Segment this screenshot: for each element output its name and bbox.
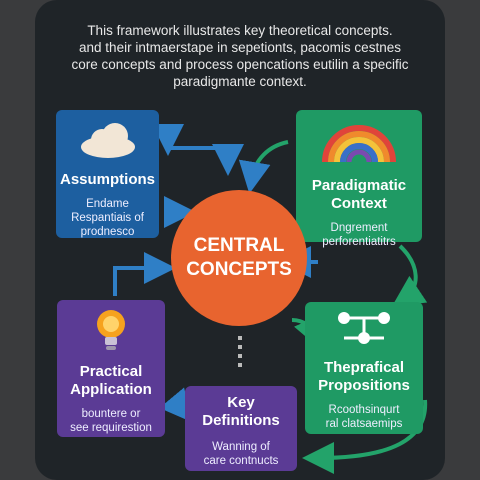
desc-line: Endame [86, 198, 129, 210]
paradigm-box: Paradigmatic Context Dngrement perforent… [296, 110, 422, 248]
central-line-2: CONCEPTS [186, 259, 292, 280]
lightbulb-icon [97, 310, 125, 350]
arrow-practical-center [113, 252, 176, 296]
desc-line: Rcoothsinqurt [328, 404, 400, 416]
theoretical-box: Theprafical Propositions Rcoothsinqurt r… [305, 302, 423, 434]
cloud-icon [80, 123, 135, 158]
rainbow-icon [322, 125, 396, 163]
desc-line: ral clatsaemips [325, 418, 403, 430]
desc-line: prodnesco [80, 226, 135, 238]
practical-title: Practical Application [57, 363, 165, 399]
desc-line: Wanning of [212, 441, 270, 453]
title-line: Practical [79, 363, 143, 380]
definitions-box: Key Definitions Wanning of care contnuct… [185, 386, 297, 471]
intro-text: This framework illustrates key theoretic… [50, 22, 430, 90]
arrow-paradigm-center [238, 140, 289, 194]
intro-line: paradigmante context. [173, 74, 307, 89]
arrow-practical-definitions [159, 387, 193, 423]
arrow-paradigm-theoretical [391, 244, 428, 307]
desc-line: care contnucts [203, 455, 279, 467]
theoretical-title: Theprafical Propositions [305, 359, 423, 395]
title-line: Application [70, 381, 152, 398]
intro-line: This framework illustrates key theoretic… [87, 23, 393, 38]
practical-box: Practical Application bountere or see re… [57, 300, 165, 437]
desc-line: Dngrement [330, 222, 388, 234]
title-line: Definitions [202, 412, 280, 429]
desc-line: see requirestion [70, 422, 152, 434]
practical-desc: bountere or see requirestion [57, 407, 165, 435]
desc-line: Respantiais of [71, 212, 144, 224]
theoretical-desc: Rcoothsinqurt ral clatsaemips [305, 403, 423, 431]
intro-line: core concepts and process opencations eu… [71, 57, 409, 72]
title-line: Key [227, 394, 255, 411]
title-line: Theprafical [323, 359, 405, 376]
title-line: Propositions [318, 377, 410, 394]
assumptions-box: Assumptions Endame Respantiais of prodne… [56, 110, 159, 238]
central-line-1: CENTRAL [193, 235, 285, 256]
arrow-assumptions-center [152, 124, 244, 176]
definitions-title: Key Definitions [185, 394, 297, 430]
assumptions-title: Assumptions [59, 171, 155, 188]
arrow-theoretical-definitions [302, 399, 428, 474]
network-icon [338, 312, 390, 344]
desc-line: perforentiatitrs [322, 236, 396, 248]
title-line: Paradigmatic [311, 177, 407, 194]
intro-line: and their intmaerstape in sepetionts, pa… [79, 40, 401, 55]
paradigm-desc: Dngrement perforentiatitrs [296, 221, 422, 249]
definitions-desc: Wanning of care contnucts [185, 440, 297, 468]
paradigm-title: Paradigmatic Context [296, 177, 422, 213]
central-concepts-circle: CENTRAL CONCEPTS [171, 190, 307, 326]
title-line: Context [331, 195, 387, 212]
assumptions-desc: Endame Respantiais of prodnesco [56, 197, 159, 239]
desc-line: bountere or [81, 408, 141, 420]
